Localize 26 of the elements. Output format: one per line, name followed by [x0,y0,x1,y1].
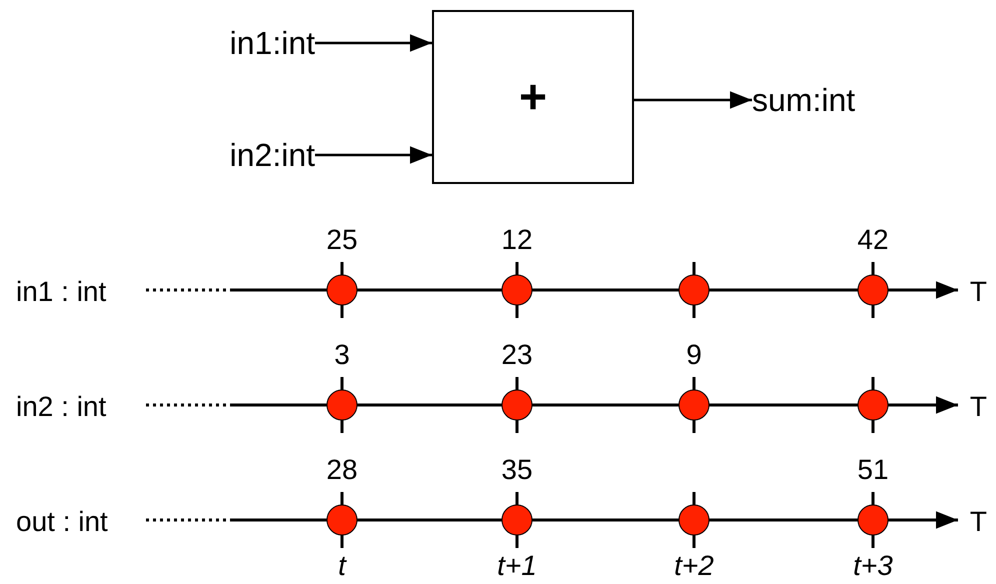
arrow [315,146,432,164]
value-label: 23 [501,339,533,371]
time-label: t+2 [674,550,714,582]
input-label: in1:int [180,22,315,64]
arrow [315,34,432,52]
axis-label: T [970,276,987,308]
signal-name: in2 : int [16,391,106,423]
value-label: 3 [334,339,350,371]
axis-label: T [970,506,987,538]
input-label: in2:int [180,134,315,176]
value-label: 25 [326,224,358,256]
time-label: t+3 [853,550,893,582]
signal-name: in1 : int [16,276,106,308]
signal-name: out : int [16,506,108,538]
arrow [634,91,752,109]
output-label: sum:int [752,78,902,122]
value-label: 35 [501,454,533,486]
value-label: 28 [326,454,358,486]
time-label: t+1 [497,550,537,582]
value-label: 12 [501,224,533,256]
value-label: 9 [686,339,702,371]
time-label: t [338,550,346,582]
value-label: 51 [857,454,889,486]
value-label: 42 [857,224,889,256]
adder-block: + [432,10,634,184]
axis-label: T [970,391,987,423]
